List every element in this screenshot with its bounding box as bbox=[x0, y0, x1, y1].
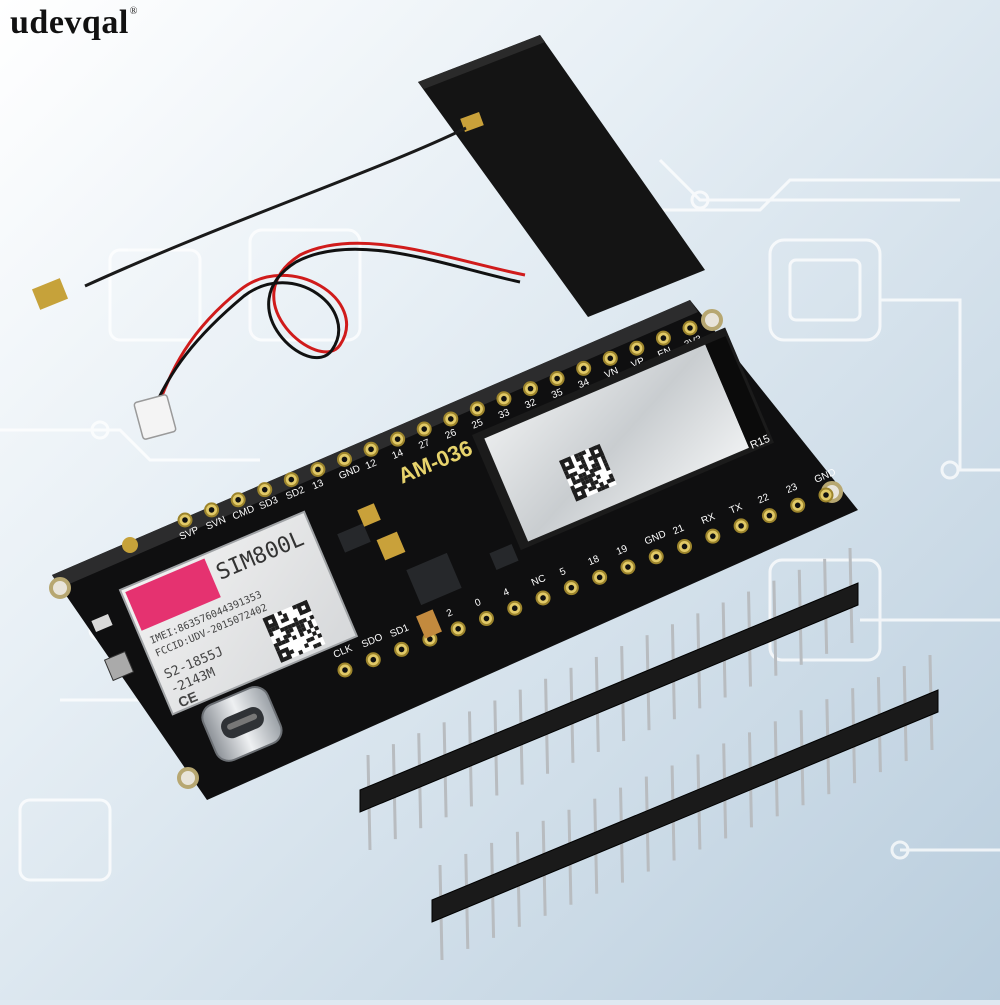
pin-label: RX bbox=[700, 511, 717, 527]
ufl-antenna-connector bbox=[122, 537, 138, 553]
esp32-module bbox=[471, 327, 774, 551]
pin-label: 25 bbox=[470, 417, 485, 432]
pin-label: 2 bbox=[445, 607, 455, 619]
brand-name: udevqal bbox=[10, 4, 129, 41]
pin-label: 19 bbox=[615, 543, 630, 558]
ce-mark: CE bbox=[176, 688, 200, 710]
pin-label: 5 bbox=[558, 566, 568, 578]
pin-header-strip bbox=[359, 547, 859, 851]
chip bbox=[406, 552, 462, 606]
registered-mark: ® bbox=[129, 6, 138, 17]
battery-wire bbox=[133, 241, 526, 440]
pin-label: 13 bbox=[311, 478, 326, 493]
header-pads-bottom bbox=[337, 487, 834, 678]
pin-label: 0 bbox=[473, 597, 483, 609]
usb-c-port bbox=[201, 686, 283, 762]
brand-logo: udevqal® bbox=[10, 4, 138, 42]
background-circuit-pattern bbox=[0, 158, 1000, 882]
pin-header-strip bbox=[431, 654, 939, 961]
chip bbox=[337, 523, 371, 553]
pin-label: NC bbox=[530, 573, 548, 589]
pin-headers bbox=[359, 547, 939, 961]
pin-label: 4 bbox=[502, 587, 512, 599]
reset-button bbox=[103, 650, 135, 682]
chip bbox=[489, 544, 519, 570]
pin-label: 18 bbox=[587, 553, 602, 568]
pin-label: 23 bbox=[785, 481, 800, 496]
pin-label: TX bbox=[728, 501, 744, 516]
header-pads-top bbox=[177, 320, 698, 528]
antenna-assembly bbox=[31, 35, 705, 317]
ipex-connector bbox=[31, 278, 69, 310]
pin-label: 12 bbox=[364, 457, 379, 472]
battery-connector bbox=[133, 394, 177, 440]
sim800l-module: SIM800L IMEI:863576044391353 FCCID:UDV-2… bbox=[118, 510, 359, 716]
pin-label: 22 bbox=[756, 492, 771, 507]
pin-label: 14 bbox=[391, 447, 406, 462]
pin-label: 33 bbox=[497, 407, 512, 422]
pin-label: 32 bbox=[523, 397, 538, 412]
pin-label: 26 bbox=[444, 427, 459, 442]
pin-label: 27 bbox=[417, 437, 432, 452]
pin-label: 21 bbox=[671, 523, 686, 538]
